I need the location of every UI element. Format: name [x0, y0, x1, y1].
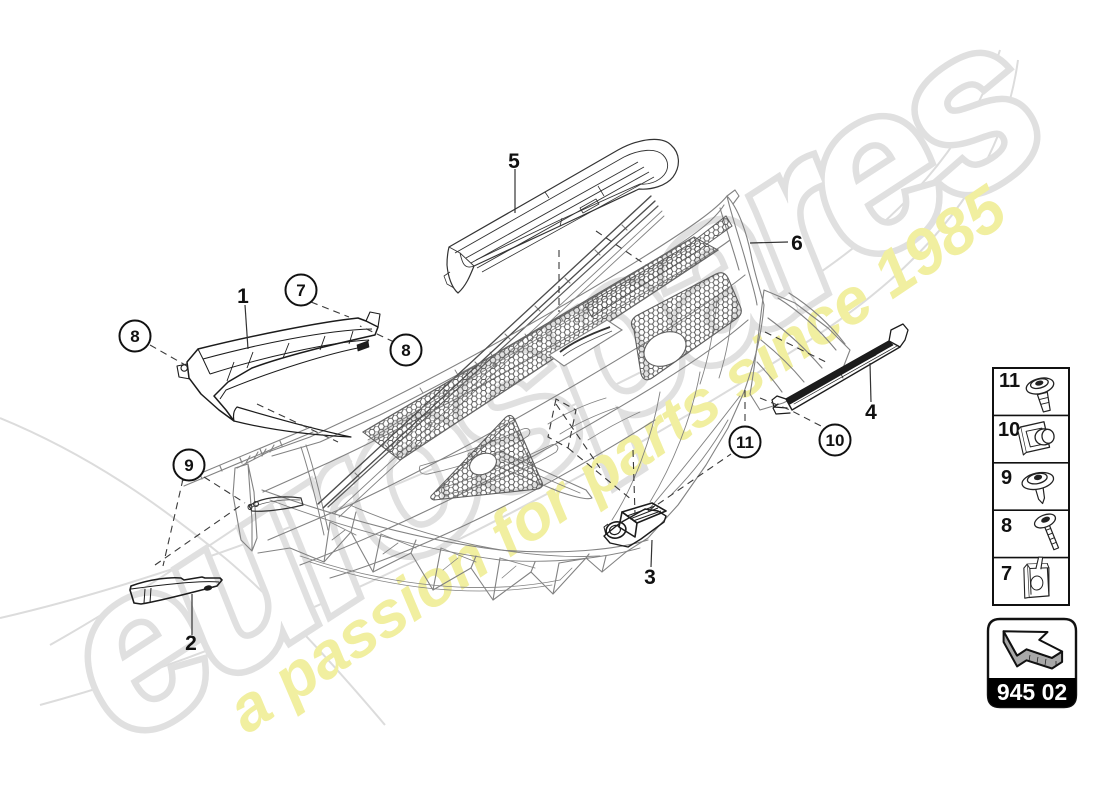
svg-text:945 02: 945 02: [997, 679, 1067, 705]
svg-text:9: 9: [1001, 467, 1012, 489]
svg-text:3: 3: [644, 566, 656, 589]
svg-text:4: 4: [865, 401, 877, 424]
svg-text:6: 6: [791, 232, 803, 255]
svg-text:8: 8: [1001, 515, 1012, 537]
svg-text:8: 8: [401, 341, 410, 360]
svg-text:10: 10: [826, 431, 845, 450]
svg-text:7: 7: [1001, 563, 1012, 585]
svg-text:10: 10: [998, 419, 1020, 441]
svg-text:5: 5: [508, 150, 520, 173]
svg-text:11: 11: [736, 433, 754, 452]
svg-text:7: 7: [296, 281, 305, 300]
svg-text:2: 2: [185, 632, 197, 655]
svg-text:9: 9: [184, 456, 193, 475]
svg-text:11: 11: [999, 370, 1020, 392]
svg-text:1: 1: [237, 285, 249, 308]
svg-text:8: 8: [130, 327, 139, 346]
